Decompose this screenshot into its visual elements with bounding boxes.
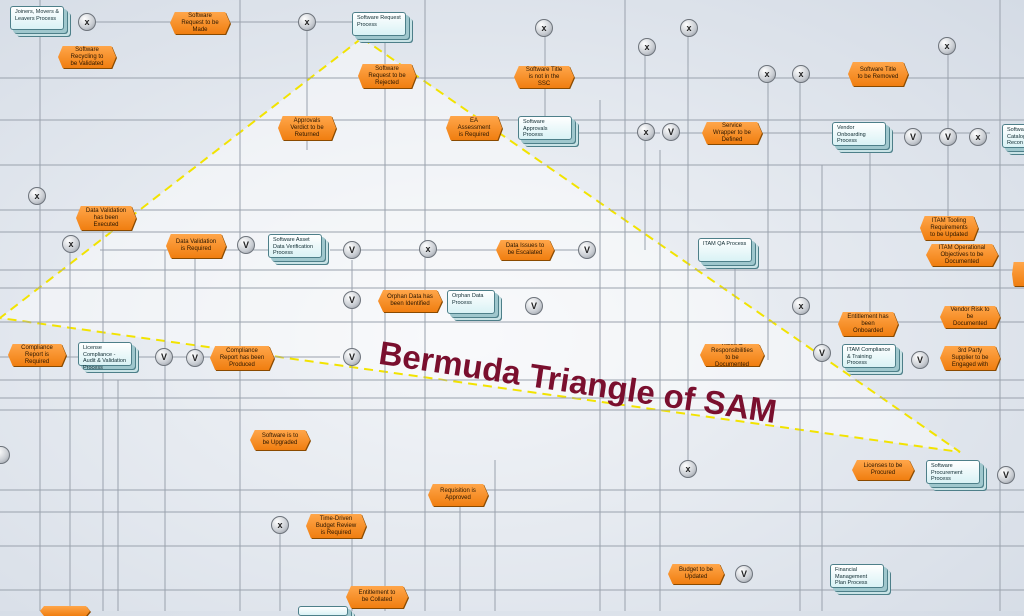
- xor-gateway[interactable]: x: [637, 123, 655, 141]
- and-gateway[interactable]: V: [813, 344, 831, 362]
- xor-gateway[interactable]: x: [298, 13, 316, 31]
- event-vendor-risk[interactable]: Vendor Risk to be Documented: [940, 306, 1000, 328]
- xor-gateway[interactable]: x: [28, 187, 46, 205]
- process-orphan-data[interactable]: Orphan Data Process: [447, 290, 495, 314]
- xor-gateway[interactable]: x: [792, 65, 810, 83]
- process-itam-qa[interactable]: ITAM QA Process: [698, 238, 752, 262]
- xor-gateway[interactable]: x: [938, 37, 956, 55]
- and-gateway[interactable]: V: [662, 123, 680, 141]
- and-gateway[interactable]: V: [904, 128, 922, 146]
- process-software-request[interactable]: Software Request Process: [352, 12, 406, 36]
- xor-gateway[interactable]: x: [78, 13, 96, 31]
- process-software-catalog[interactable]: Software Catalog Recon: [1002, 124, 1024, 148]
- event-data-validation-required[interactable]: Data Validation is Required: [166, 234, 226, 258]
- xor-gateway[interactable]: x: [758, 65, 776, 83]
- event-ea-assessment[interactable]: EA Assessment is Required: [446, 116, 502, 140]
- process-jml[interactable]: Joiners, Movers & Leavers Process: [10, 6, 64, 30]
- event-software-request-rejected[interactable]: Software Request to be Rejected: [358, 64, 416, 88]
- xor-gateway[interactable]: x: [638, 38, 656, 56]
- event-bottom-partial[interactable]: [40, 606, 90, 616]
- xor-gateway[interactable]: x: [271, 516, 289, 534]
- event-itam-tooling[interactable]: ITAM Tooling Requirements to be Updated: [920, 216, 978, 240]
- and-gateway[interactable]: V: [237, 236, 255, 254]
- xor-gateway[interactable]: x: [969, 128, 987, 146]
- and-gateway[interactable]: V: [186, 349, 204, 367]
- process-software-approvals[interactable]: Software Approvals Process: [518, 116, 572, 140]
- process-bottom-partial[interactable]: [298, 606, 348, 616]
- event-software-title-not-ssc[interactable]: Software Title is not in the SSC: [514, 66, 574, 88]
- bermuda-triangle-area: [0, 36, 961, 453]
- and-gateway[interactable]: V: [343, 291, 361, 309]
- xor-gateway[interactable]: x: [792, 297, 810, 315]
- event-itam-operational[interactable]: ITAM Operational Objectives to be Docume…: [926, 244, 998, 266]
- event-software-upgraded[interactable]: Software is to be Upgraded: [250, 430, 310, 450]
- event-orphan-identified[interactable]: Orphan Data has been Identified: [378, 290, 442, 312]
- xor-gateway[interactable]: x: [62, 235, 80, 253]
- event-licenses-procured[interactable]: Licenses to be Procured: [852, 460, 914, 480]
- process-license-compliance[interactable]: License Compliance - Audit & Validation …: [78, 342, 132, 371]
- event-data-validation-executed[interactable]: Data Validation has been Executed: [76, 206, 136, 230]
- event-data-issues-escalated[interactable]: Data Issues to be Escalated: [496, 240, 554, 260]
- event-entitlement-collated[interactable]: Entitlement to be Collated: [346, 586, 408, 608]
- and-gateway[interactable]: V: [343, 241, 361, 259]
- event-time-driven-budget[interactable]: Time-Driven Budget Review is Required: [306, 514, 366, 538]
- and-gateway[interactable]: V: [911, 351, 929, 369]
- event-requisition-approved[interactable]: Requisition is Approved: [428, 484, 488, 506]
- process-financial-management[interactable]: Financial Management Plan Process: [830, 564, 884, 588]
- xor-gateway[interactable]: x: [679, 460, 697, 478]
- event-budget-updated[interactable]: Budget to be Updated: [668, 564, 724, 584]
- process-software-procurement[interactable]: Software Procurement Process: [926, 460, 980, 484]
- and-gateway[interactable]: V: [735, 565, 753, 583]
- event-entitlement-onboarded[interactable]: Entitlement has been Onboarded: [838, 312, 898, 336]
- and-gateway[interactable]: V: [525, 297, 543, 315]
- xor-gateway[interactable]: x: [419, 240, 437, 258]
- process-vendor-onboarding[interactable]: Vendor Onboarding Process: [832, 122, 886, 146]
- xor-gateway[interactable]: x: [680, 19, 698, 37]
- event-software-request-made[interactable]: Software Request to be Made: [170, 12, 230, 34]
- xor-gateway[interactable]: x: [535, 19, 553, 37]
- and-gateway[interactable]: V: [939, 128, 957, 146]
- process-itam-compliance-training[interactable]: ITAM Compliance & Training Process: [842, 344, 896, 368]
- event-partial-right[interactable]: [1012, 262, 1024, 286]
- process-software-asset-data-verification[interactable]: Software Asset Data Verification Process: [268, 234, 322, 258]
- event-software-recycling[interactable]: Software Recycling to be Validated: [58, 46, 116, 68]
- event-compliance-produced[interactable]: Compliance Report has been Produced: [210, 346, 274, 370]
- event-software-title-removed[interactable]: Software Title to be Removed: [848, 62, 908, 86]
- event-roles-responsibilities[interactable]: Roles & Responsibilities to be Documente…: [700, 344, 764, 366]
- and-gateway[interactable]: V: [155, 348, 173, 366]
- and-gateway[interactable]: V: [578, 241, 596, 259]
- and-gateway[interactable]: V: [997, 466, 1015, 484]
- event-third-party-supplier[interactable]: 3rd Party Supplier to be Engaged with: [940, 346, 1000, 370]
- event-service-wrapper[interactable]: Service Wrapper to be Defined: [702, 122, 762, 144]
- and-gateway[interactable]: V: [343, 348, 361, 366]
- event-approvals-verdict[interactable]: Approvals Verdict to be Returned: [278, 116, 336, 140]
- event-compliance-required[interactable]: Compliance Report is Required: [8, 344, 66, 366]
